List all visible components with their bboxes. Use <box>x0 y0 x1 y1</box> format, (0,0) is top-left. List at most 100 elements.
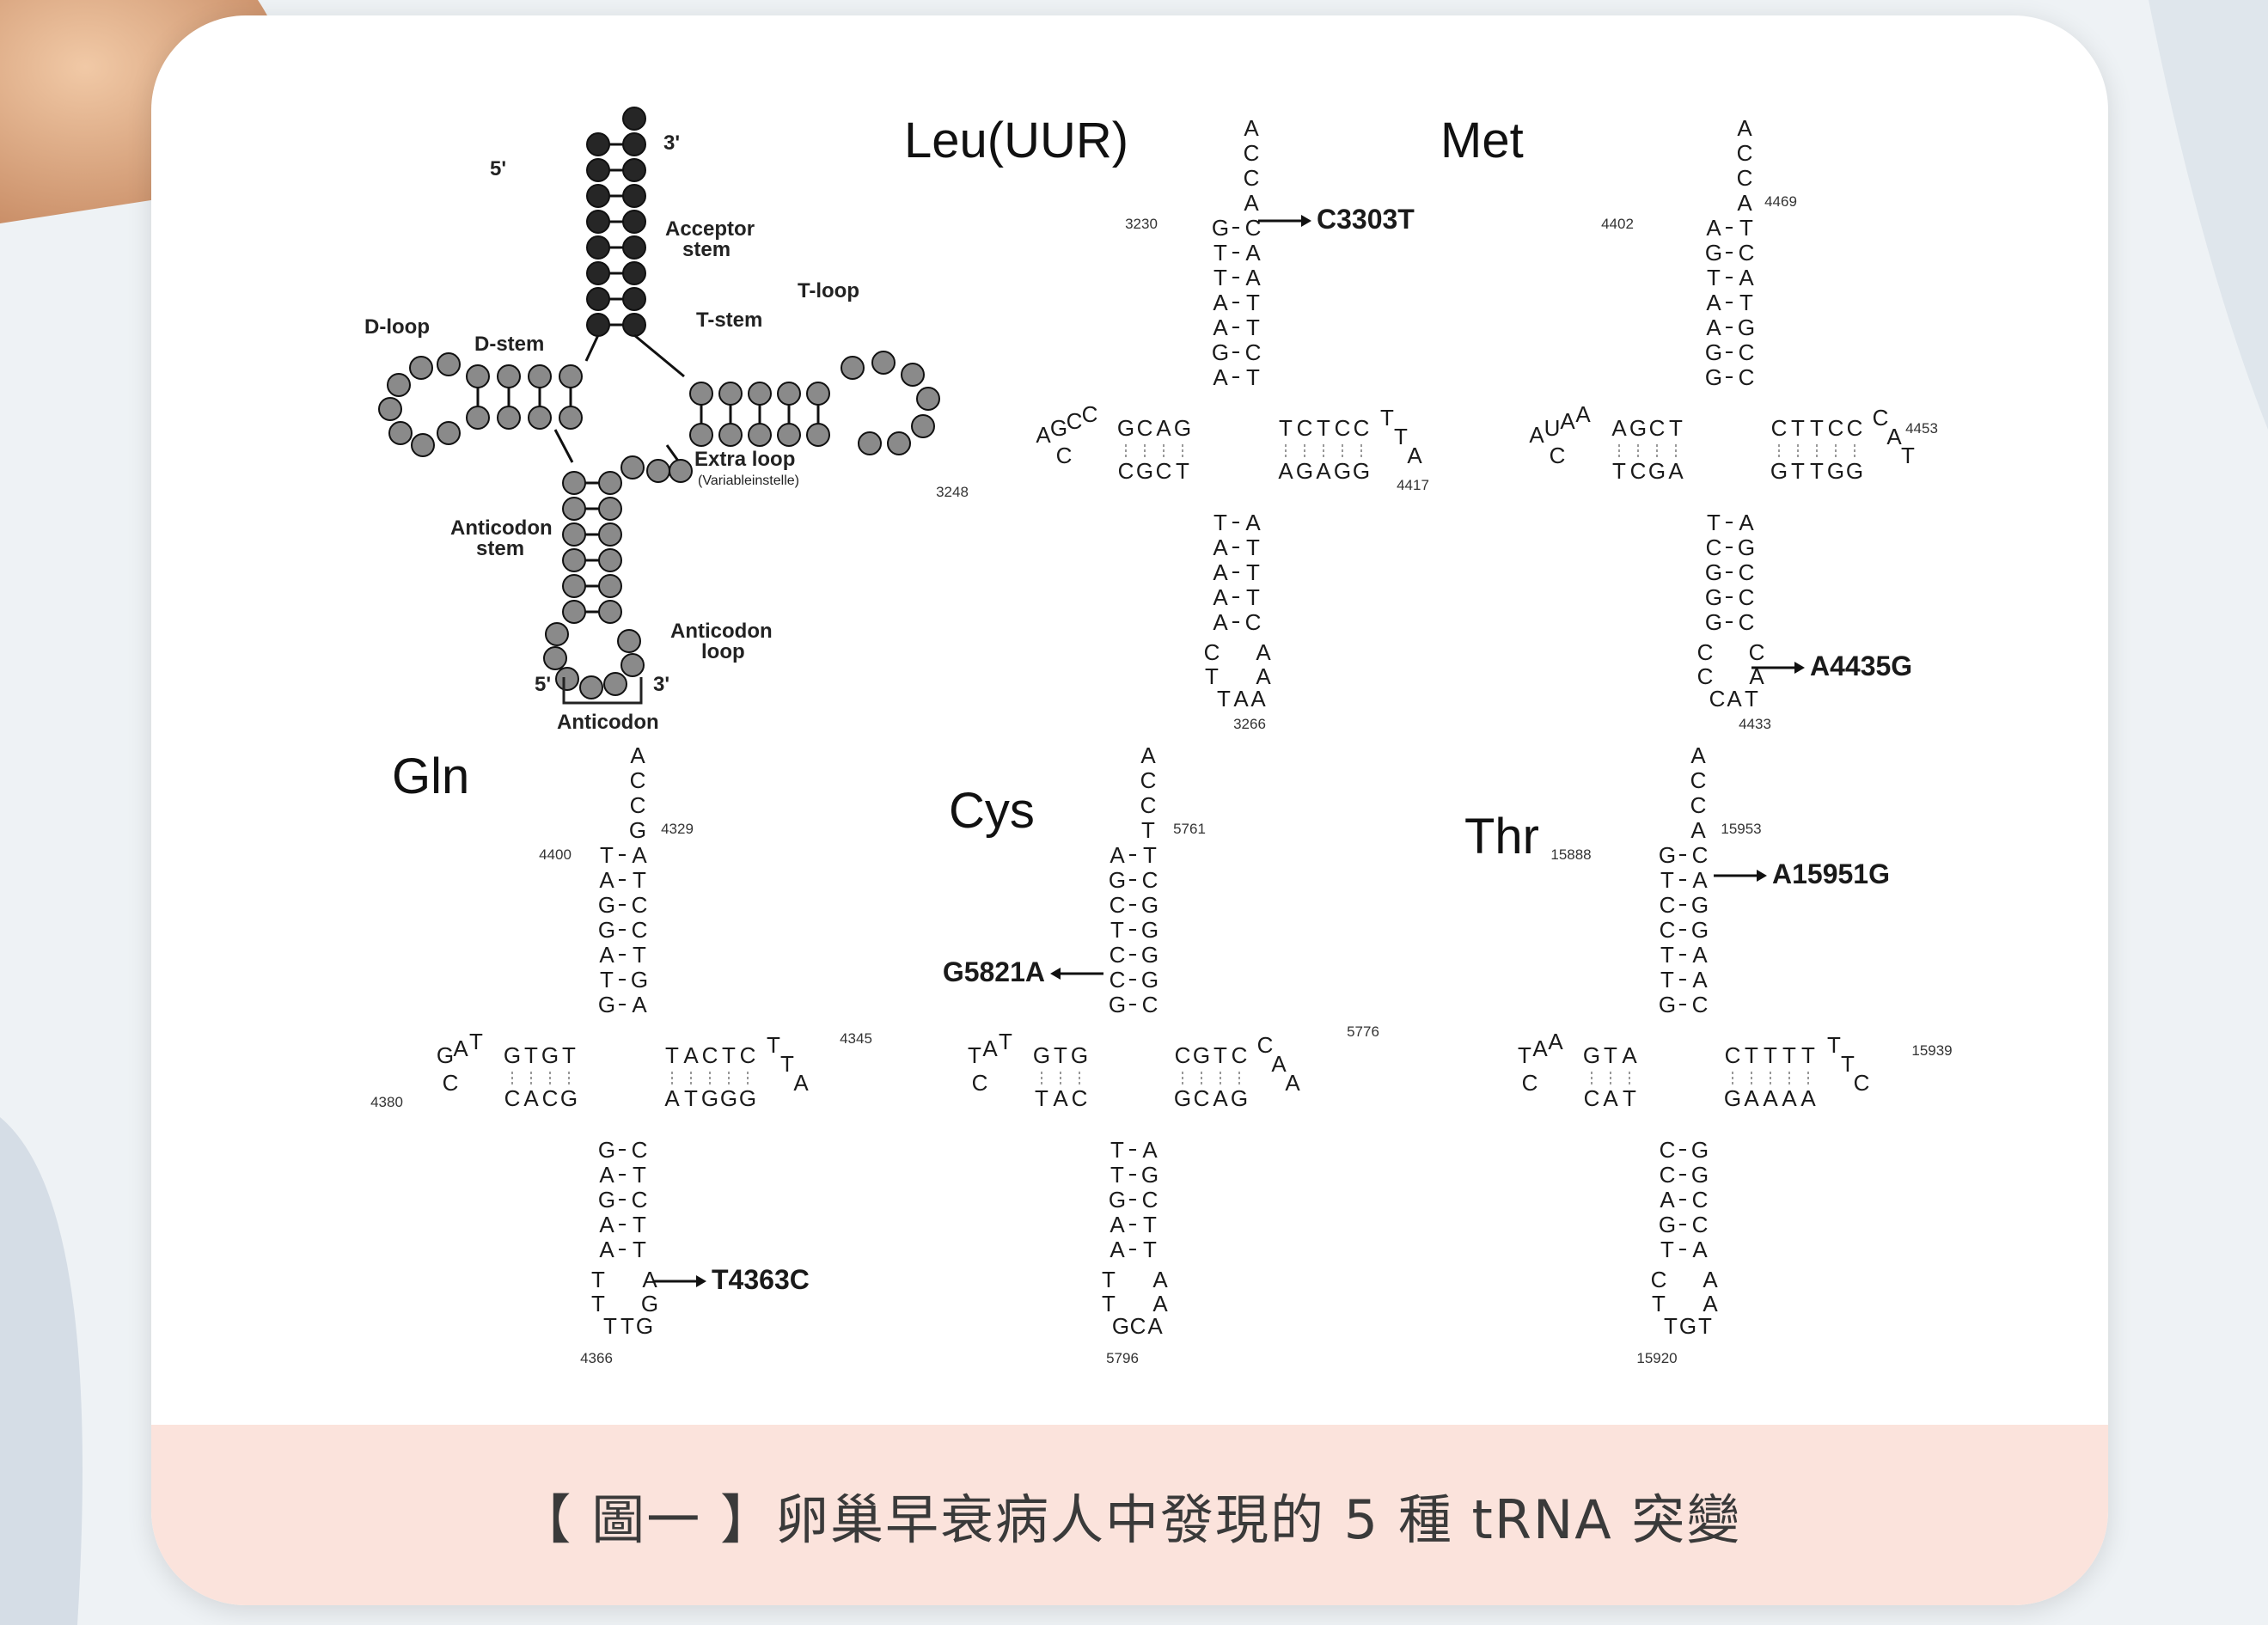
base-ac-left: A <box>1213 609 1228 635</box>
base-acceptor-right: C <box>1142 867 1158 893</box>
base-acloop-right: A <box>1703 1291 1718 1316</box>
base-acceptor-right: G <box>1141 917 1158 943</box>
bead-tstem-bottom <box>689 423 713 447</box>
bead-acceptor-left <box>586 210 610 234</box>
base-acloop-left: T <box>1102 1267 1116 1292</box>
mutation-label: A15951G <box>1772 858 1890 889</box>
base-ac-right: T <box>1246 584 1260 610</box>
base-acceptor-left: A <box>1706 315 1721 340</box>
position-number: 4469 <box>1764 193 1797 210</box>
base-ac-left: G <box>598 1187 615 1213</box>
base-dstem-bottom: C <box>1118 458 1134 484</box>
bead-ac-loop <box>543 646 567 670</box>
base-dloop: C <box>1067 408 1083 434</box>
base-ac-left: G <box>1705 584 1722 610</box>
anticodon-bracket <box>562 677 643 705</box>
base-dstem-top: A <box>1622 1042 1637 1068</box>
base-acceptor-right: G <box>1738 315 1755 340</box>
base-acceptor-left: C <box>1660 917 1676 943</box>
base-tstem-top: C <box>1232 1042 1248 1068</box>
base-tstem-bottom: G <box>1174 1085 1191 1111</box>
base-acceptor-left: A <box>599 867 614 893</box>
base-acloop-left: C <box>1697 663 1714 689</box>
base-ac-left: G <box>1705 609 1722 635</box>
mutation-label: T4363C <box>712 1264 810 1295</box>
position-number: 4453 <box>1905 420 1938 437</box>
base-acloop-bottom: C <box>1709 686 1726 712</box>
base-ac-right: G <box>1141 1162 1158 1188</box>
base-dloop: T <box>1518 1042 1531 1068</box>
bead-dstem-top <box>528 364 552 388</box>
base-tail: T <box>1141 817 1155 843</box>
position-number: 4417 <box>1397 477 1429 493</box>
position-number: 4400 <box>539 846 572 863</box>
base-acceptor-left: T <box>1660 967 1674 993</box>
base-acceptor-right: A <box>1245 265 1261 290</box>
base-acceptor-right: T <box>633 867 646 893</box>
bead-tloop <box>887 431 911 455</box>
position-number: 5776 <box>1347 1023 1379 1040</box>
base-ac-left: A <box>1213 535 1228 560</box>
base-dstem-top: T <box>562 1042 576 1068</box>
base-acceptor-left: C <box>1110 892 1126 918</box>
base-acceptor-left: A <box>1706 215 1721 241</box>
base-acceptor-left: T <box>1213 240 1227 266</box>
base-acceptor-left: A <box>1213 290 1228 315</box>
bead-tstem-top <box>806 382 830 406</box>
base-acceptor-right: C <box>1692 992 1709 1017</box>
bead-acceptor-right <box>622 261 646 285</box>
base-dstem-bottom: A <box>1053 1085 1068 1111</box>
base-ac-right: C <box>1142 1187 1158 1213</box>
base-dloop: T <box>968 1042 981 1068</box>
base-acloop-left: T <box>1652 1291 1666 1316</box>
base-ac-right: C <box>632 1137 648 1163</box>
base-tstem-bottom: A <box>1213 1085 1228 1111</box>
base-dstem-top: A <box>1611 415 1627 441</box>
base-dstem-top: G <box>1033 1042 1050 1068</box>
base-acceptor-right: G <box>1691 892 1709 918</box>
base-acceptor-right: A <box>632 842 647 868</box>
base-acloop-bottom: T <box>620 1313 634 1339</box>
base-dstem-top: G <box>504 1042 521 1068</box>
bead-tstem-top <box>689 382 713 406</box>
position-number: 4329 <box>661 821 694 837</box>
base-tstem-top: C <box>1847 415 1863 441</box>
base-acloop-bottom: T <box>1664 1313 1678 1339</box>
label-anticodon-stem-2: stem <box>476 537 524 560</box>
base-ac-right: C <box>632 1187 648 1213</box>
base-acloop-bottom: G <box>1112 1313 1129 1339</box>
base-ac-right: T <box>1143 1212 1157 1237</box>
base-dstem-top: G <box>1117 415 1134 441</box>
bead-acceptor-left <box>586 261 610 285</box>
base-tstem-top: T <box>1791 415 1805 441</box>
base-ac-right: C <box>1739 609 1755 635</box>
base-tstem-top: T <box>1782 1042 1796 1068</box>
base-ac-right: C <box>1245 609 1262 635</box>
base-dstem-bottom: G <box>1648 458 1666 484</box>
position-number: 5761 <box>1173 821 1206 837</box>
base-acceptor-right: G <box>1691 917 1709 943</box>
base-ac-left: A <box>599 1162 614 1188</box>
base-dloop-side: C <box>1550 443 1566 468</box>
base-ac-right: T <box>633 1162 646 1188</box>
position-number: 5796 <box>1106 1350 1139 1366</box>
base-dstem-bottom: C <box>542 1085 559 1111</box>
bead-tstem-bottom <box>777 423 801 447</box>
base-tstem-top: T <box>1279 415 1293 441</box>
base-acloop-bottom: G <box>1679 1313 1696 1339</box>
position-number: 4433 <box>1739 716 1771 732</box>
bead-ac-right <box>598 522 622 547</box>
base-dloop: A <box>1532 1035 1548 1061</box>
bead-acceptor-left <box>586 287 610 311</box>
base-acceptor-right: A <box>1692 867 1708 893</box>
bead-ac-right <box>598 471 622 495</box>
base-tstem-top: T <box>1213 1042 1227 1068</box>
base-acceptor-right: T <box>633 942 646 968</box>
base-ac-left: A <box>1213 584 1228 610</box>
base-acceptor-left: A <box>599 942 614 968</box>
base-ac-left: T <box>1213 510 1227 535</box>
bead-acceptor-left <box>586 132 610 156</box>
base-tloop: T <box>780 1051 794 1077</box>
base-ac-right: T <box>633 1237 646 1262</box>
base-dloop: A <box>1548 1029 1563 1054</box>
